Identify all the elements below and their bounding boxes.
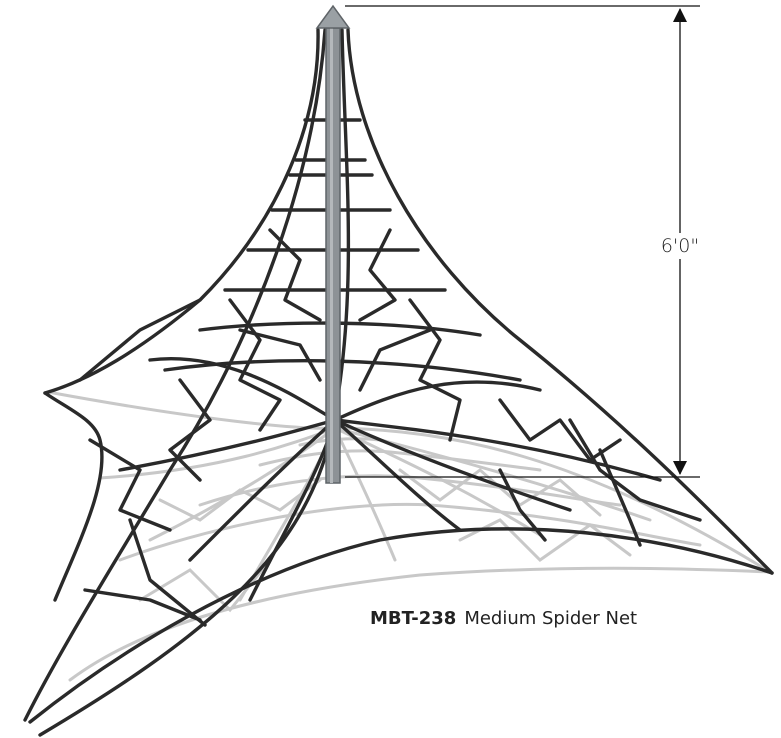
arrow-down-icon xyxy=(673,461,687,475)
height-dimension-label: 6'0" xyxy=(640,233,720,259)
arrow-up-icon xyxy=(673,8,687,22)
rope-net xyxy=(23,28,774,737)
product-name: Medium Spider Net xyxy=(464,608,638,629)
center-pole xyxy=(315,4,351,484)
product-caption: MBT-238 Medium Spider Net xyxy=(370,608,637,629)
product-code: MBT-238 xyxy=(370,608,457,629)
